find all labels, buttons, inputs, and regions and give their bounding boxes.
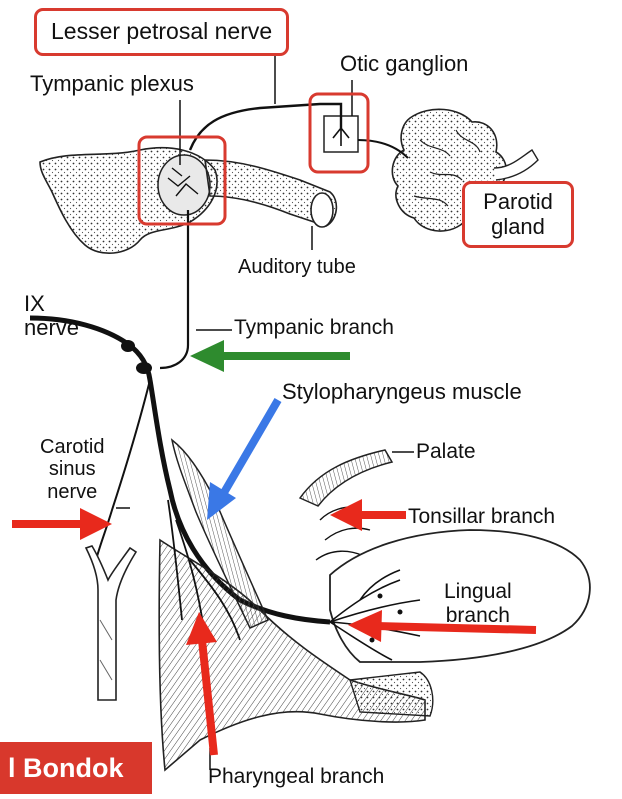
author-badge: l Bondok [0, 742, 152, 794]
carotid-sinus-arrow [12, 508, 112, 540]
stylopharyngeus-arrow [207, 400, 278, 520]
auditory-tube-label: Auditory tube [238, 256, 356, 278]
tonsillar-branch-arrow [330, 499, 406, 531]
lesser-petrosal-nerve-label: Lesser petrosal nerve [34, 8, 289, 56]
tympanic-branch-line [160, 210, 188, 368]
palate-shape [300, 450, 392, 506]
lingual-branch-label: Lingual branch [444, 580, 512, 627]
ix-nerve-label: IX nerve [24, 292, 79, 340]
otic-ganglion-label: Otic ganglion [340, 52, 468, 77]
carotid-artery [86, 546, 136, 700]
tympanic-plexus-label: Tympanic plexus [30, 72, 194, 97]
pharyngeal-branch-label: Pharyngeal branch [208, 765, 384, 789]
stylopharyngeus-muscle-label: Stylopharyngeus muscle [282, 380, 522, 405]
palate-label: Palate [416, 440, 476, 464]
tympanic-cavity [158, 155, 210, 215]
parotid-gland-text: Parotid gland [483, 189, 553, 239]
parotid-gland-label: Parotid gland [462, 181, 574, 248]
tympanic-branch-arrow [190, 340, 350, 372]
carotid-sinus-nerve-label: Carotid sinus nerve [40, 436, 104, 503]
tympanic-branch-label: Tympanic branch [234, 316, 394, 340]
lesser-petrosal-nerve-line [190, 104, 341, 150]
tonsillar-branch-label: Tonsillar branch [408, 505, 555, 529]
